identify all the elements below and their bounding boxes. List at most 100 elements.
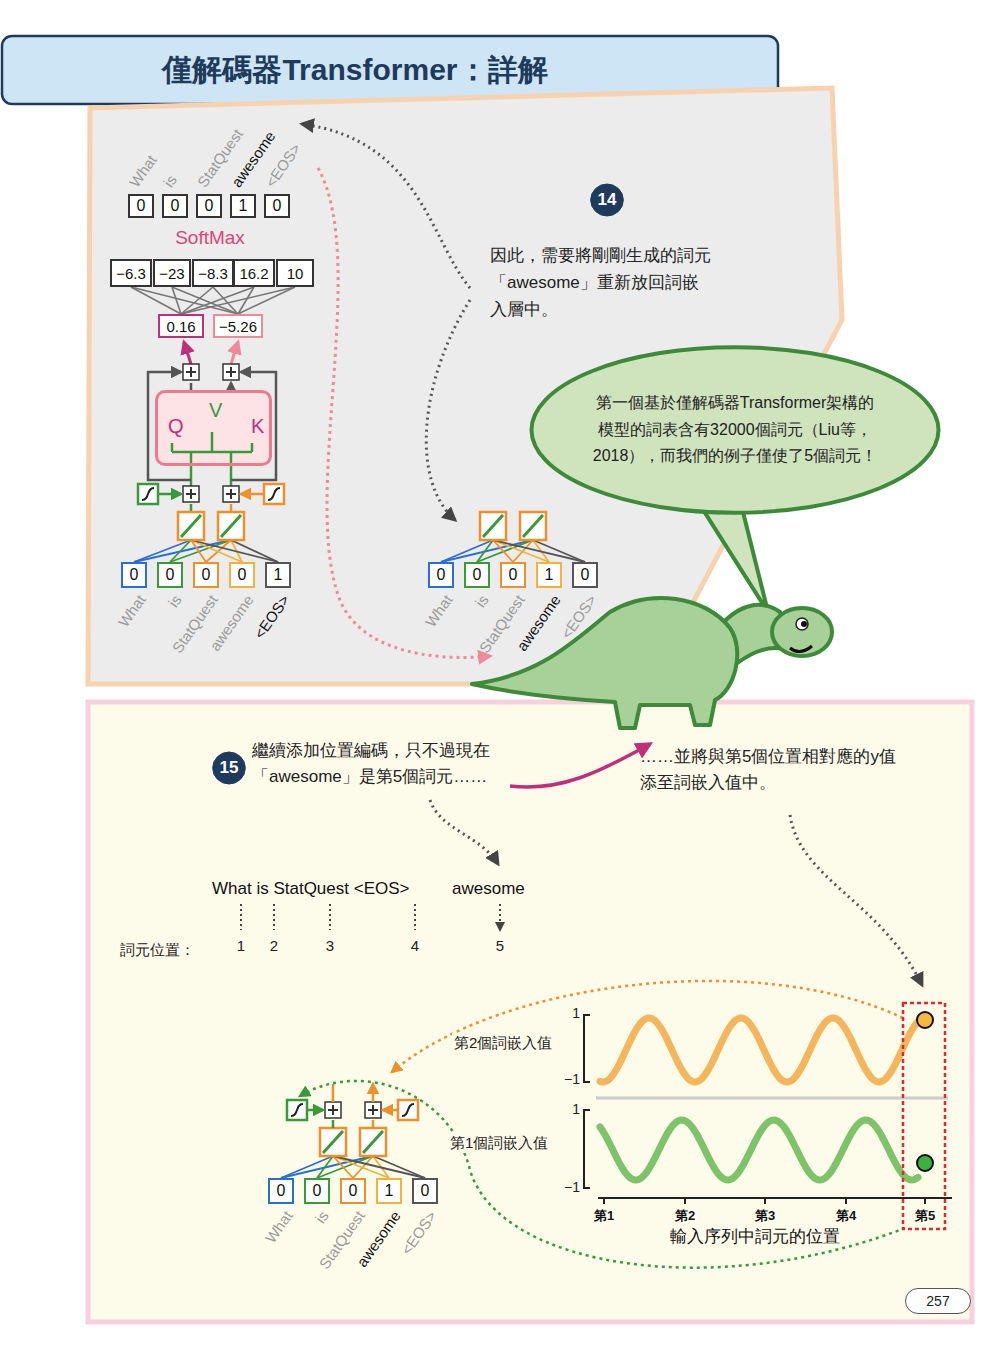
text-label: ……並將與第5個位置相對應的y值添至詞嵌入值中。 [640, 744, 912, 797]
node-text: −5.26 [219, 318, 257, 335]
text-label: 1 [556, 1100, 580, 1118]
weight-box [360, 1128, 386, 1156]
text-label: 1 [229, 936, 253, 956]
text-label: 5 [488, 936, 512, 956]
wire [191, 383, 231, 390]
score-box: 16.2 [233, 259, 275, 287]
output-value-box: −5.26 [213, 314, 264, 338]
node-text: 0 [581, 566, 590, 584]
input-box: 0 [121, 562, 147, 588]
node-text: 0 [349, 1182, 358, 1200]
sigmoid-symbol [291, 1104, 303, 1116]
dotted-arrow [426, 300, 470, 520]
dinosaur [472, 505, 832, 728]
connector-line [172, 287, 181, 314]
input-box: 0 [229, 562, 255, 588]
plus-symbol [223, 486, 239, 502]
page-title: 僅解碼器Transformer：詳解 [40, 36, 670, 104]
token-label: is [311, 1207, 333, 1227]
bottom-network [287, 1084, 418, 1128]
node-text: 0 [130, 566, 139, 584]
node-text: 15 [220, 758, 239, 778]
wire [332, 1120, 335, 1128]
node-text: 0 [313, 1182, 322, 1200]
text-label: SoftMax [155, 226, 265, 251]
wire [372, 1120, 375, 1128]
highlight-box [903, 1003, 945, 1229]
text-label: 第1 [586, 1208, 622, 1225]
node-text: 16.2 [239, 265, 268, 282]
input-box: 0 [340, 1178, 366, 1204]
weight-box [178, 512, 204, 540]
plus-symbol [186, 489, 196, 499]
dashed-arrow [318, 168, 490, 657]
x-axis [598, 1198, 952, 1204]
input-box: 0 [412, 1178, 438, 1204]
top-network [138, 342, 284, 512]
plus-symbol [226, 367, 236, 377]
sigmoid-symbol [264, 484, 284, 504]
dinosaur-head [772, 608, 832, 656]
text-label: 第1個詞嵌入值 [448, 1133, 550, 1153]
dinosaur-eye [801, 621, 807, 627]
node-text: 0.16 [166, 318, 195, 335]
node-text: 1 [239, 197, 248, 215]
text-label: 第5 [907, 1208, 943, 1225]
input-box: 0 [500, 562, 526, 588]
plus-symbol [183, 364, 199, 380]
attention-wires [172, 432, 252, 486]
text-label: 1 [556, 1004, 580, 1022]
sigmoid-symbol [398, 1100, 418, 1120]
wire [172, 432, 252, 486]
arrow [333, 1084, 373, 1102]
connector-line [131, 287, 181, 314]
speech-tail [700, 505, 768, 612]
node-text: 第一個基於僅解碼器Transformer架構的模型的詞表含有32000個詞元（L… [589, 390, 881, 469]
plus-symbol [226, 489, 236, 499]
node-text: 0 [421, 1182, 430, 1200]
wave-curve [600, 1120, 918, 1180]
sigmoid-symbol [287, 1100, 307, 1120]
dotted-arrow [430, 800, 498, 864]
input-box: 0 [464, 562, 490, 588]
input-box: 1 [376, 1178, 402, 1204]
sigmoid-symbol [138, 484, 158, 504]
token-label: What [125, 151, 161, 191]
node-text: 0 [137, 197, 146, 215]
text-label: 第4 [828, 1208, 864, 1225]
output-box: 0 [264, 194, 290, 218]
callout-number: 14 [590, 183, 624, 217]
separator [596, 1097, 948, 1100]
weight-box [323, 1131, 343, 1153]
plus-symbol [365, 1102, 381, 1118]
dinosaur-eye [796, 618, 808, 630]
data-dot [917, 1155, 933, 1171]
wire [373, 1156, 425, 1178]
speech-bubble: 第一個基於僅解碼器Transformer架構的模型的詞表含有32000個詞元（L… [523, 342, 947, 518]
text-label: −1 [548, 1070, 580, 1088]
wave-curve [600, 1018, 918, 1082]
arrow [184, 342, 191, 364]
node-text: V [209, 399, 222, 422]
connector-line [181, 287, 295, 314]
node-text: 0 [277, 1182, 286, 1200]
arrow [383, 1109, 397, 1112]
text-label: 3 [318, 936, 342, 956]
callout-curves [241, 124, 922, 1268]
input-box: 1 [265, 562, 291, 588]
input-box: 0 [268, 1178, 294, 1204]
plus-symbol [328, 1105, 338, 1115]
node-text: 1 [385, 1182, 394, 1200]
chart [584, 1003, 952, 1229]
node-text: −23 [159, 265, 184, 282]
weight-box [483, 515, 503, 537]
attention-fill [155, 390, 272, 466]
input-box: 0 [304, 1178, 330, 1204]
connector-line [213, 287, 238, 314]
arrow [231, 342, 238, 364]
callout-number-outline [591, 184, 624, 216]
token-label: What [261, 1207, 297, 1247]
score-box: −23 [153, 259, 191, 287]
connector-line [172, 287, 238, 314]
